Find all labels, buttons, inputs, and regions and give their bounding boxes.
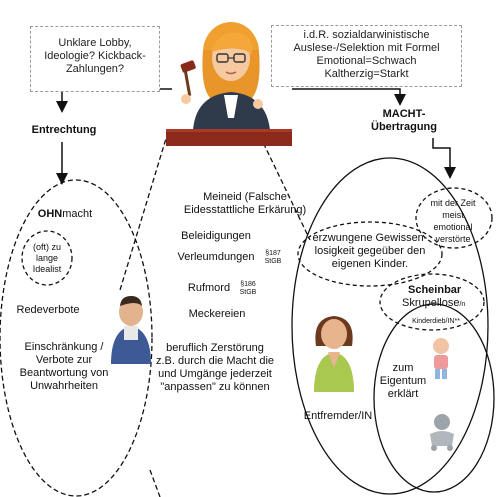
idealist-label: (oft) zu lange Idealist <box>32 242 62 274</box>
entrechtung-label: Entrechtung <box>31 124 97 136</box>
redeverbote-label: Redeverbote <box>16 304 80 316</box>
zerstoerung-text: beruflich Zerstörung z.B. durch die Mach… <box>156 342 275 393</box>
rufmord-ref: §186 StGB <box>239 281 257 296</box>
verleumdungen-text: Verleumdungen <box>177 251 255 263</box>
entfremder-text: Entfremder/IN <box>303 410 373 422</box>
ohnmacht-rest: macht <box>62 208 93 220</box>
scheinbar-text: Scheinbar <box>408 284 462 296</box>
meineid-text: Meineid (Falsche Eidesstattliche Erkärun… <box>183 191 307 216</box>
lobby-box: Unklare Lobby, Ideologie? Kickback-Zahlu… <box>30 26 160 92</box>
ohnmacht-bold: OHN <box>37 208 63 220</box>
selection-text: i.d.R. sozialdarwinistische Auslese-/Sel… <box>293 29 440 80</box>
skrupellose-word: Skrupellose <box>402 297 460 309</box>
skrupellose-suffix: /n <box>459 301 466 308</box>
zeit-text: mit der Zeit meist emotional verstörte <box>430 198 476 244</box>
ohnmacht-label: OHNmacht <box>20 208 110 221</box>
gewissen-text: erzwungene Gewissen-losigkeit gegeüber d… <box>312 232 428 270</box>
lobby-text: Unklare Lobby, Ideologie? Kickback-Zahlu… <box>44 37 146 75</box>
skrupellose-text: Skrupellose/n <box>402 297 466 310</box>
beleidigungen-text: Beleidigungen <box>181 230 251 242</box>
selection-box: i.d.R. sozialdarwinistische Auslese-/Sel… <box>271 25 462 87</box>
eigentum-text: zum Eigentum erklärt <box>379 362 427 400</box>
macht-uebertragung-label: MACHT-Übertragung <box>371 108 437 133</box>
kinderdieb-text: Kinderdieb/IN** <box>412 318 460 325</box>
einschraenkung-label: Einschränkung / Verbote zur Beantwortung… <box>19 341 109 392</box>
meckereien-text: Meckereien <box>188 308 246 320</box>
verleumdungen-ref: §187 StGB <box>264 250 282 265</box>
rufmord-text: Rufmord <box>187 282 231 294</box>
